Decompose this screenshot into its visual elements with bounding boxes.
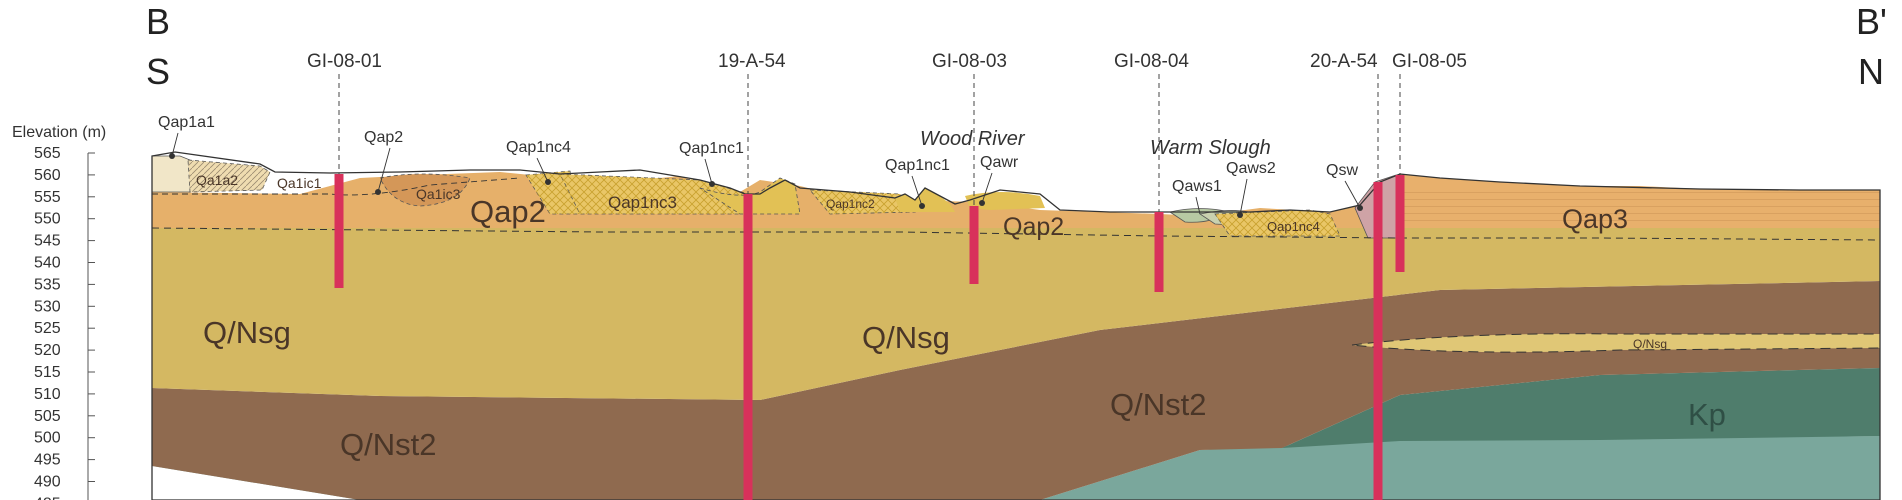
qnst2-layer [152,281,1880,500]
unit-label-kp: Kp [1688,397,1726,432]
callout-qap2: Qap2 [364,129,403,146]
river-label-wood: Wood River [920,128,1026,150]
borehole-log [1373,182,1383,500]
axis-tick-label: 545 [34,233,61,250]
borehole-log [743,194,753,500]
corner-label-s: S [146,51,170,92]
borehole-label: 20-A-54 [1310,51,1378,72]
unit-label-qnsg-left: Q/Nsg [203,315,291,350]
ground-surface [151,151,1881,500]
borehole-log [1395,175,1405,272]
borehole-log [969,206,979,284]
borehole-20-a-54: 20-A-54 [1310,51,1383,500]
qap3-bedding [1400,192,1880,226]
unit-label-qap2: Qap2 [470,194,546,229]
axis-tick-label: 530 [34,298,61,315]
callout-qap1a1: Qap1a1 [158,114,215,131]
borehole-label: GI-08-03 [932,51,1007,72]
qap1nc1-channel-b [895,188,955,212]
callout-qap1nc1-a: Qap1nc1 [679,140,744,157]
borehole-label: GI-08-04 [1114,51,1189,72]
axis-ticks: 565 560 555 550 545 540 535 530 525 520 515 510 505 5… [34,145,95,500]
axis-tick-label: 485 [34,495,61,500]
axis-title: Elevation (m) [12,124,106,141]
boreholes: GI-08-01 19-A-54 GI-08-03 GI-08-04 20-A-54 GI… [307,51,1467,500]
axis-tick-label: 510 [34,386,61,403]
corner-label-n: N [1858,51,1884,92]
axis-tick-label: 560 [34,167,61,184]
callout-qawr: Qawr [980,154,1019,171]
unit-label-qnst2-right: Q/Nst2 [1110,387,1206,422]
elevation-axis: Elevation (m) 565 560 555 550 545 540 535 530 52… [12,124,106,500]
borehole-gi-08-03: GI-08-03 [932,51,1007,284]
geologic-layers [151,151,1881,500]
axis-tick-label: 550 [34,211,61,228]
borehole-label: GI-08-05 [1392,51,1467,72]
borehole-gi-08-05: GI-08-05 [1392,51,1467,272]
axis-tick-label: 555 [34,189,61,206]
axis-tick-label: 525 [34,320,61,337]
axis-tick-label: 535 [34,276,61,293]
unit-label-qap3: Qap3 [1562,204,1628,234]
axis-tick-label: 490 [34,474,61,491]
river-label-warm: Warm Slough [1150,137,1271,159]
unit-label-qnst2-left: Q/Nst2 [340,427,436,462]
borehole-gi-08-01: GI-08-01 [307,51,382,288]
borehole-label: 19-A-54 [718,51,786,72]
qawr-deposit [965,192,1045,210]
unit-label-qa1a2: Qa1a2 [196,172,238,188]
axis-tick-label: 500 [34,430,61,447]
unit-label-qa1ic3: Qa1ic3 [416,186,461,202]
borehole-19-a-54: 19-A-54 [718,51,786,500]
borehole-log [1154,212,1164,292]
unit-label-qa1ic1: Qa1ic1 [277,175,322,191]
borehole-log [334,174,344,288]
axis-tick-label: 505 [34,408,61,425]
qa1ic3-deposit [379,173,471,207]
unit-label-qap1nc4: Qap1nc4 [1267,219,1320,234]
qap1a1-deposit [151,155,191,193]
qnsg-layer [152,228,1880,400]
axis-tick-label: 495 [34,452,61,469]
qa1ic1-contact [152,177,521,196]
qap1nc2-hatch [810,190,915,214]
callouts: Qap1a1 Qap2 Qap1nc4 Qap1nc1 Qap1nc1 Qawr… [158,114,1363,218]
corner-label-b: B [146,1,170,42]
borehole-label: GI-08-01 [307,51,382,72]
axis-tick-label: 520 [34,342,61,359]
axis-tick-label: 540 [34,255,61,272]
unit-label-qap1nc3: Qap1nc3 [608,193,677,212]
callout-qap1nc1-b: Qap1nc1 [885,157,950,174]
callout-qaws2: Qaws2 [1226,160,1276,177]
unit-label-qap2-right: Qap2 [1003,213,1064,241]
qap1nc3-hatch [560,174,745,214]
borehole-gi-08-04: GI-08-04 [1114,51,1189,292]
unit-label-qnsg-center: Q/Nsg [862,320,950,355]
axis-tick-label: 565 [34,145,61,162]
axis-tick-label: 515 [34,364,61,381]
callout-qaws1: Qaws1 [1172,178,1222,195]
corner-label-b-prime: B' [1856,1,1887,42]
qap1nc4-right-hatch [1215,210,1340,236]
unit-label-qap1nc2: Qap1nc2 [826,197,875,211]
callout-qap1nc4: Qap1nc4 [506,139,571,156]
kp-dark-layer [1282,368,1880,448]
unit-label-qnsg-lens: Q/Nsg [1633,337,1667,351]
callout-qsw: Qsw [1326,162,1358,179]
qa1a2-hatch [188,160,270,192]
